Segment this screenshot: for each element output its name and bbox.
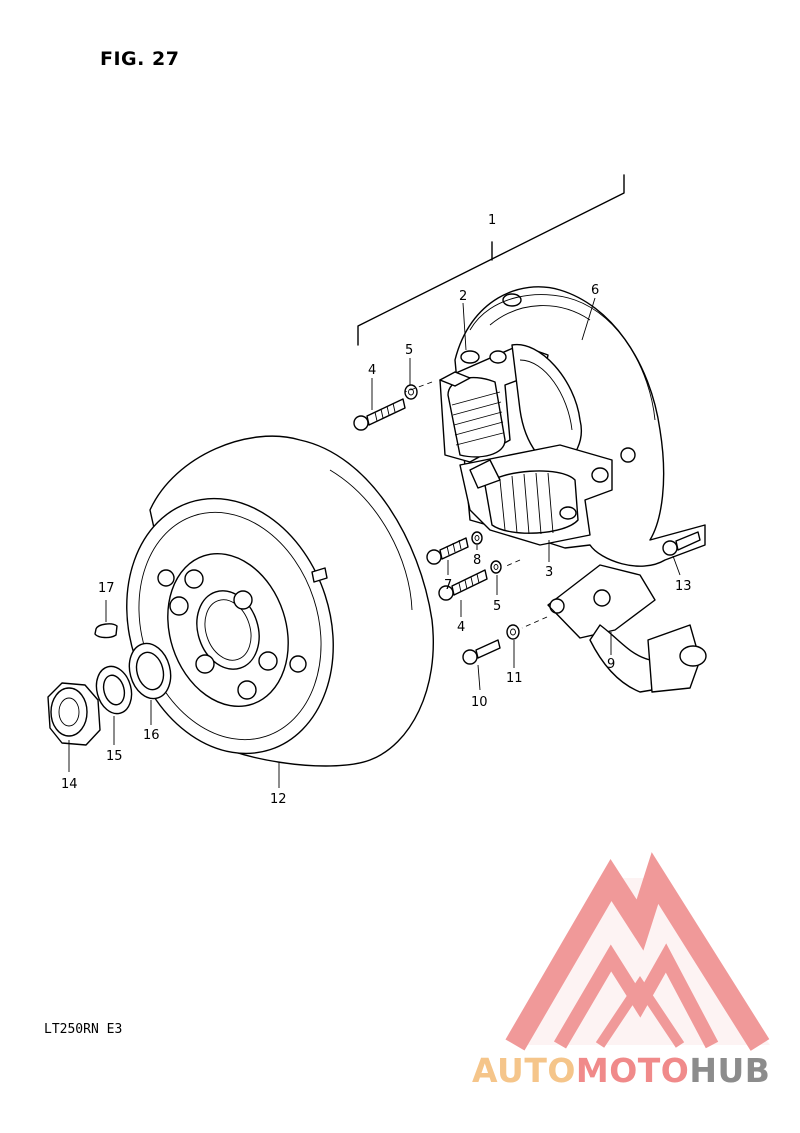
callout-3: 3 (545, 565, 553, 580)
callout-14: 14 (61, 777, 78, 792)
callout-1: 1 (488, 213, 496, 228)
callout-4-upper: 4 (368, 363, 376, 378)
flywheel-rotor (126, 435, 434, 767)
washer-5-upper (404, 384, 418, 400)
callout-7: 7 (444, 578, 452, 593)
callout-13: 13 (675, 579, 692, 594)
callout-16: 16 (143, 728, 160, 743)
bolt-7 (426, 537, 469, 565)
callout-12: 12 (270, 792, 287, 807)
washer-15 (95, 665, 133, 715)
callout-8: 8 (473, 553, 481, 568)
washer-5-lower (490, 560, 502, 574)
watermark-text-moto: MOTO (576, 1051, 689, 1090)
washer-8 (471, 531, 483, 545)
key-17 (94, 623, 118, 639)
charging-coil-upper (439, 343, 582, 467)
pulser-coil-lower (459, 444, 613, 546)
callout-4-lower: 4 (457, 620, 465, 635)
assembly-bracket (357, 174, 625, 346)
bolt-4-lower (438, 569, 488, 601)
callout-6: 6 (591, 283, 599, 298)
bolt-4-upper (353, 398, 406, 431)
callout-5-lower: 5 (493, 599, 501, 614)
callout-2: 2 (459, 289, 467, 304)
watermark-logo-icon (505, 852, 770, 1051)
pickup-bracket (547, 564, 707, 693)
callout-10: 10 (471, 695, 488, 710)
callout-11: 11 (506, 671, 523, 686)
callout-5-upper: 5 (405, 343, 413, 358)
bolt-10 (462, 639, 501, 665)
bolt-13 (662, 531, 701, 556)
callout-17: 17 (98, 581, 115, 596)
model-code: LT250RN E3 (44, 1022, 123, 1037)
washer-11 (506, 624, 520, 640)
callout-15: 15 (106, 749, 123, 764)
fig-title: FIG. 27 (100, 48, 180, 70)
callout-9: 9 (607, 657, 615, 672)
watermark-text: AUTOMOTOHUB (472, 1051, 770, 1090)
nut-14 (47, 682, 101, 746)
leader-lines (68, 297, 681, 788)
washer-16 (128, 642, 172, 700)
watermark-text-auto: AUTO (472, 1051, 576, 1090)
watermark-text-hub: HUB (689, 1051, 770, 1090)
